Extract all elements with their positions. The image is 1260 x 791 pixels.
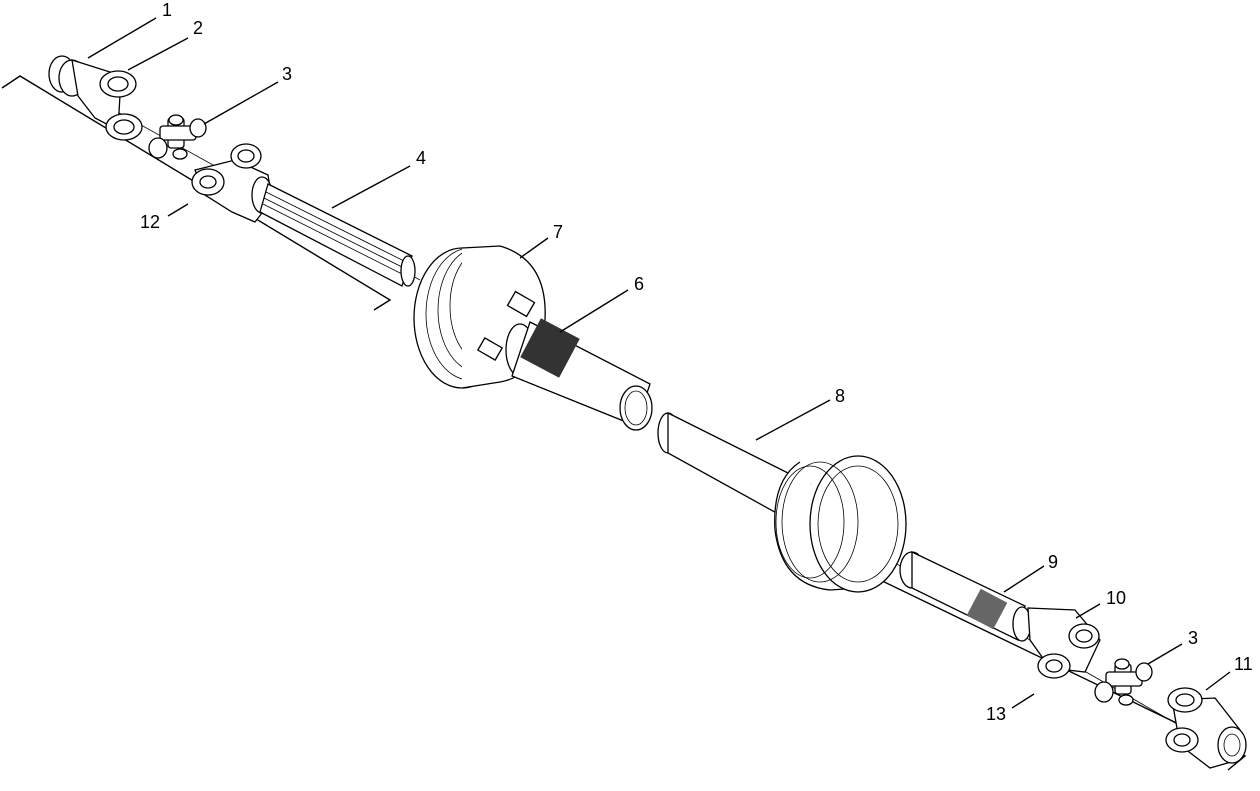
outer-yoke-part-11: [1165, 687, 1247, 769]
callout-3-lower: 3: [1188, 628, 1198, 648]
callout-4: 4: [416, 148, 426, 168]
leader-8: [755, 399, 831, 441]
callout-9: 9: [1048, 552, 1058, 572]
splined-shaft-part-4: [259, 183, 416, 287]
leader-2: [127, 37, 189, 71]
callout-11: 11: [1234, 654, 1253, 674]
callout-10: 10: [1106, 588, 1126, 608]
inner-yoke-part-10: [1027, 607, 1101, 679]
callout-7: 7: [553, 222, 563, 242]
warning-decal-lower: [966, 588, 1008, 630]
leader-6: [559, 289, 629, 333]
leader-7: [519, 237, 549, 259]
callout-2: 2: [193, 18, 203, 38]
cross-journal-part-3-upper: [148, 114, 207, 160]
callout-1: 1: [162, 0, 172, 20]
leader-10: [1075, 603, 1101, 619]
leader-9: [1003, 565, 1045, 593]
leader-3-lower: [1147, 643, 1183, 665]
inner-tube-part-9: [899, 550, 1032, 642]
callout-6: 6: [634, 274, 644, 294]
inner-guard-tube-part-8: [657, 411, 811, 527]
callout-8: 8: [835, 386, 845, 406]
leader-12: [167, 203, 189, 217]
leader-3-upper: [203, 81, 279, 125]
outer-yoke-part-1-2: [48, 55, 143, 141]
leader-4: [331, 165, 411, 209]
leader-11: [1205, 671, 1231, 691]
cross-journal-part-3-lower: [1094, 658, 1153, 706]
callout-3-upper: 3: [282, 64, 292, 84]
warning-decal: [520, 318, 580, 378]
group-bracket-12: [1, 75, 392, 311]
callout-12: 12: [140, 212, 160, 232]
callout-13: 13: [986, 704, 1006, 724]
guard-cone-lower: [774, 455, 907, 593]
leader-1: [87, 17, 157, 59]
outer-guard-tube-part-6: [505, 318, 653, 431]
leader-13: [1011, 693, 1035, 709]
